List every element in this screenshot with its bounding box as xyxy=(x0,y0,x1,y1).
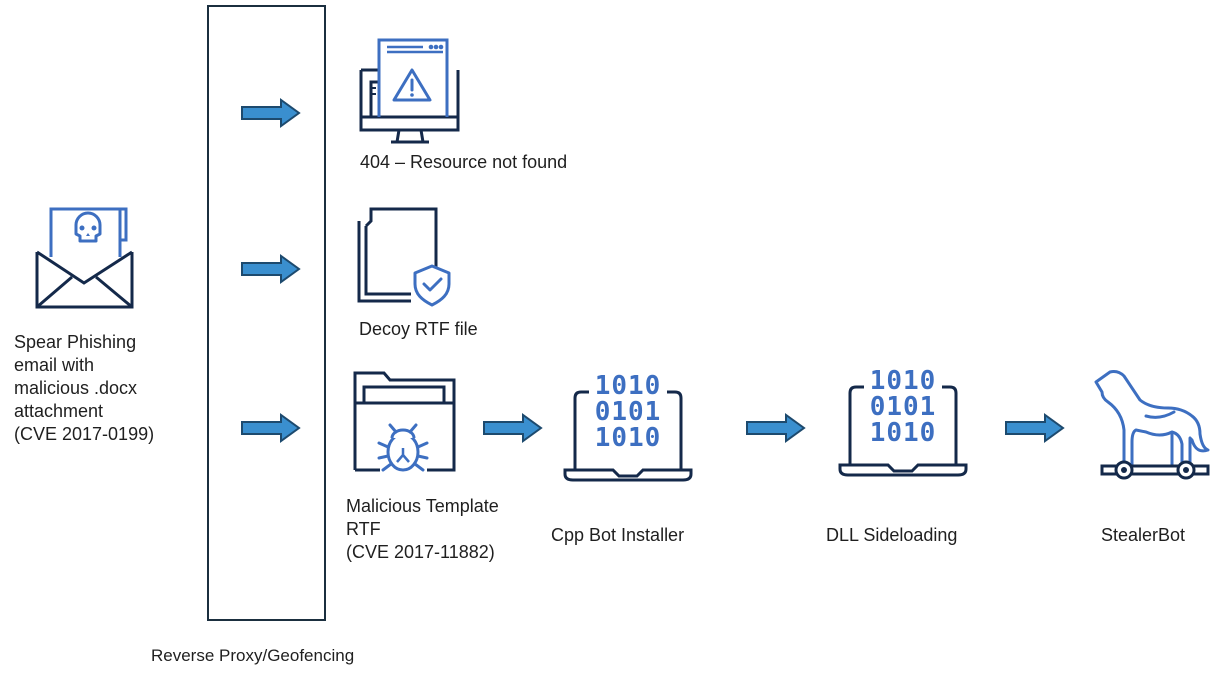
laptop-binary-icon: 1010 0101 1010 xyxy=(838,366,968,477)
arrow-template-to-installer xyxy=(483,413,543,443)
arrow-sideloading-to-stealerbot xyxy=(1005,413,1065,443)
sideloading-label: DLL Sideloading xyxy=(826,525,958,545)
laptop-binary-icon: 1010 0101 1010 xyxy=(563,371,693,482)
document-shield-icon xyxy=(357,207,451,307)
binary-row-3: 1010 xyxy=(870,418,937,448)
skull-email-icon xyxy=(35,207,134,309)
arrow-proxy-to-template xyxy=(241,413,301,443)
template-label: Malicious Template RTF (CVE 2017-11882) xyxy=(346,496,499,562)
phishing-label: Spear Phishing email with malicious .doc… xyxy=(14,332,155,444)
binary-row-2: 0101 xyxy=(870,392,937,422)
binary-row-2: 0101 xyxy=(595,397,662,427)
decoy-label: Decoy RTF file xyxy=(359,319,478,339)
arrow-proxy-to-decoy xyxy=(241,254,301,284)
binary-row-1: 1010 xyxy=(870,366,937,396)
trojan-horse-icon xyxy=(1094,370,1210,480)
folder-bug-icon xyxy=(353,371,456,472)
reverse-proxy-label: Reverse Proxy/Geofencing xyxy=(151,646,355,665)
arrow-proxy-to-404 xyxy=(241,98,301,128)
binary-row-3: 1010 xyxy=(595,423,662,453)
binary-row-1: 1010 xyxy=(595,371,662,401)
stealerbot-label: StealerBot xyxy=(1101,525,1186,545)
not-found-label: 404 – Resource not found xyxy=(360,152,568,172)
installer-label: Cpp Bot Installer xyxy=(551,525,685,545)
arrow-installer-to-sideloading xyxy=(746,413,806,443)
reverse-proxy-box xyxy=(207,5,326,621)
monitor-warning-icon xyxy=(359,38,460,144)
